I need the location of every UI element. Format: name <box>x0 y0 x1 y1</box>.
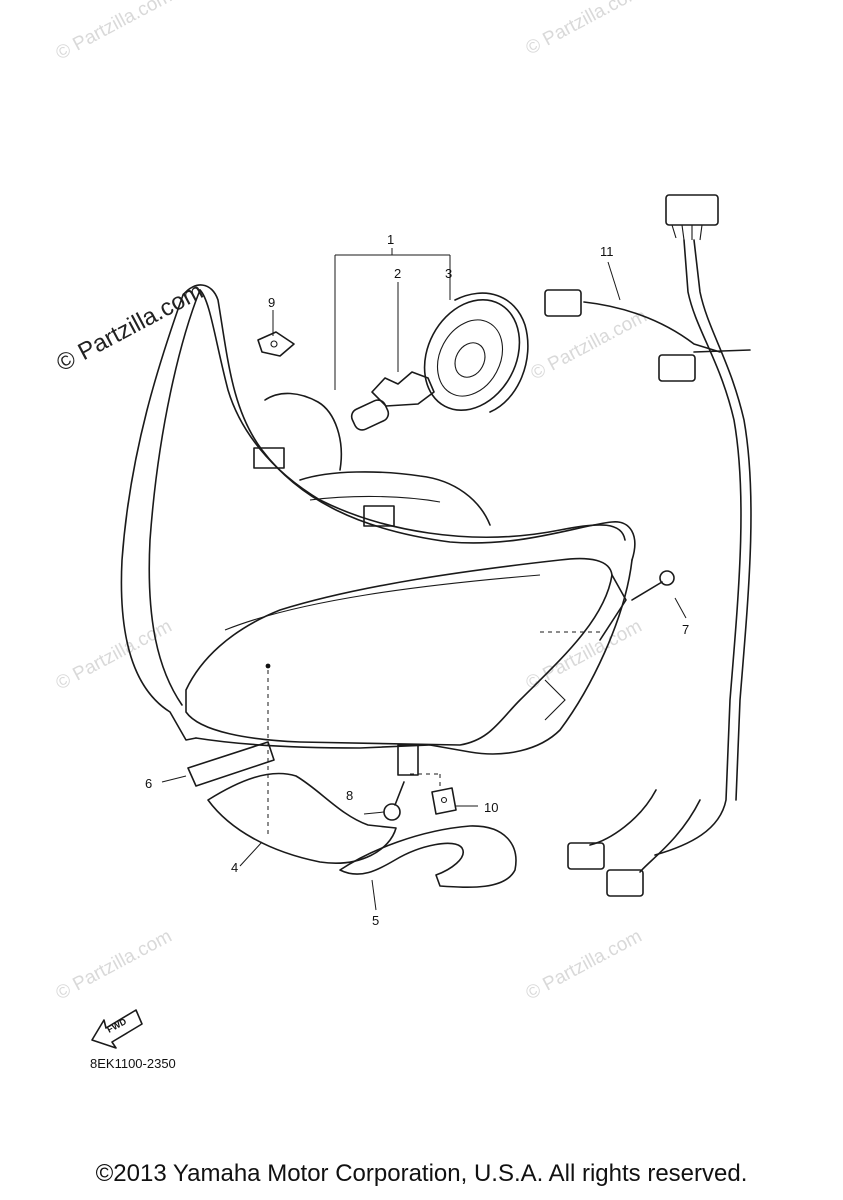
leader-lines <box>161 248 687 911</box>
clip-9 <box>257 331 295 357</box>
bolt-8 <box>383 773 441 821</box>
callout-10: 10 <box>484 800 498 815</box>
callout-5: 5 <box>372 913 379 928</box>
copyright-notice: ©2013 Yamaha Motor Corporation, U.S.A. A… <box>95 1160 748 1187</box>
bulb-cover <box>423 292 529 413</box>
fwd-arrow-icon: FWD <box>91 1009 143 1049</box>
watermark: © Partzilla.com <box>52 926 175 1005</box>
cover-5 <box>339 825 517 889</box>
watermark: © Partzilla.com <box>52 0 175 64</box>
fwd-label: FWD <box>105 1016 128 1035</box>
callout-2: 2 <box>394 266 401 281</box>
cover-4 <box>207 772 397 864</box>
callout-9: 9 <box>268 295 275 310</box>
callout-8: 8 <box>346 788 353 803</box>
callout-7: 7 <box>682 622 689 637</box>
watermark: © Partzilla.com <box>522 616 645 695</box>
callout-11: 11 <box>600 244 614 259</box>
watermark: © Partzilla.com <box>522 0 645 59</box>
nut-10 <box>431 787 457 815</box>
wire-harness <box>544 194 752 897</box>
callout-3: 3 <box>445 266 452 281</box>
callout-4: 4 <box>231 860 238 875</box>
callout-1: 1 <box>387 232 394 247</box>
watermark: © Partzilla.com <box>522 926 645 1005</box>
watermarks: © Partzilla.com © Partzilla.com © Partzi… <box>52 0 650 1004</box>
headlight-assembly <box>120 284 636 835</box>
diagram-code: 8EK1100-2350 <box>90 1056 176 1071</box>
callout-6: 6 <box>145 776 152 791</box>
pad-6 <box>187 741 275 787</box>
screw-7 <box>631 570 675 601</box>
bulb <box>350 371 435 431</box>
watermark: © Partzilla.com <box>527 306 650 385</box>
callouts: 1 2 3 4 5 6 7 8 9 10 11 <box>145 232 689 928</box>
watermark: © Partzilla.com <box>52 616 175 695</box>
